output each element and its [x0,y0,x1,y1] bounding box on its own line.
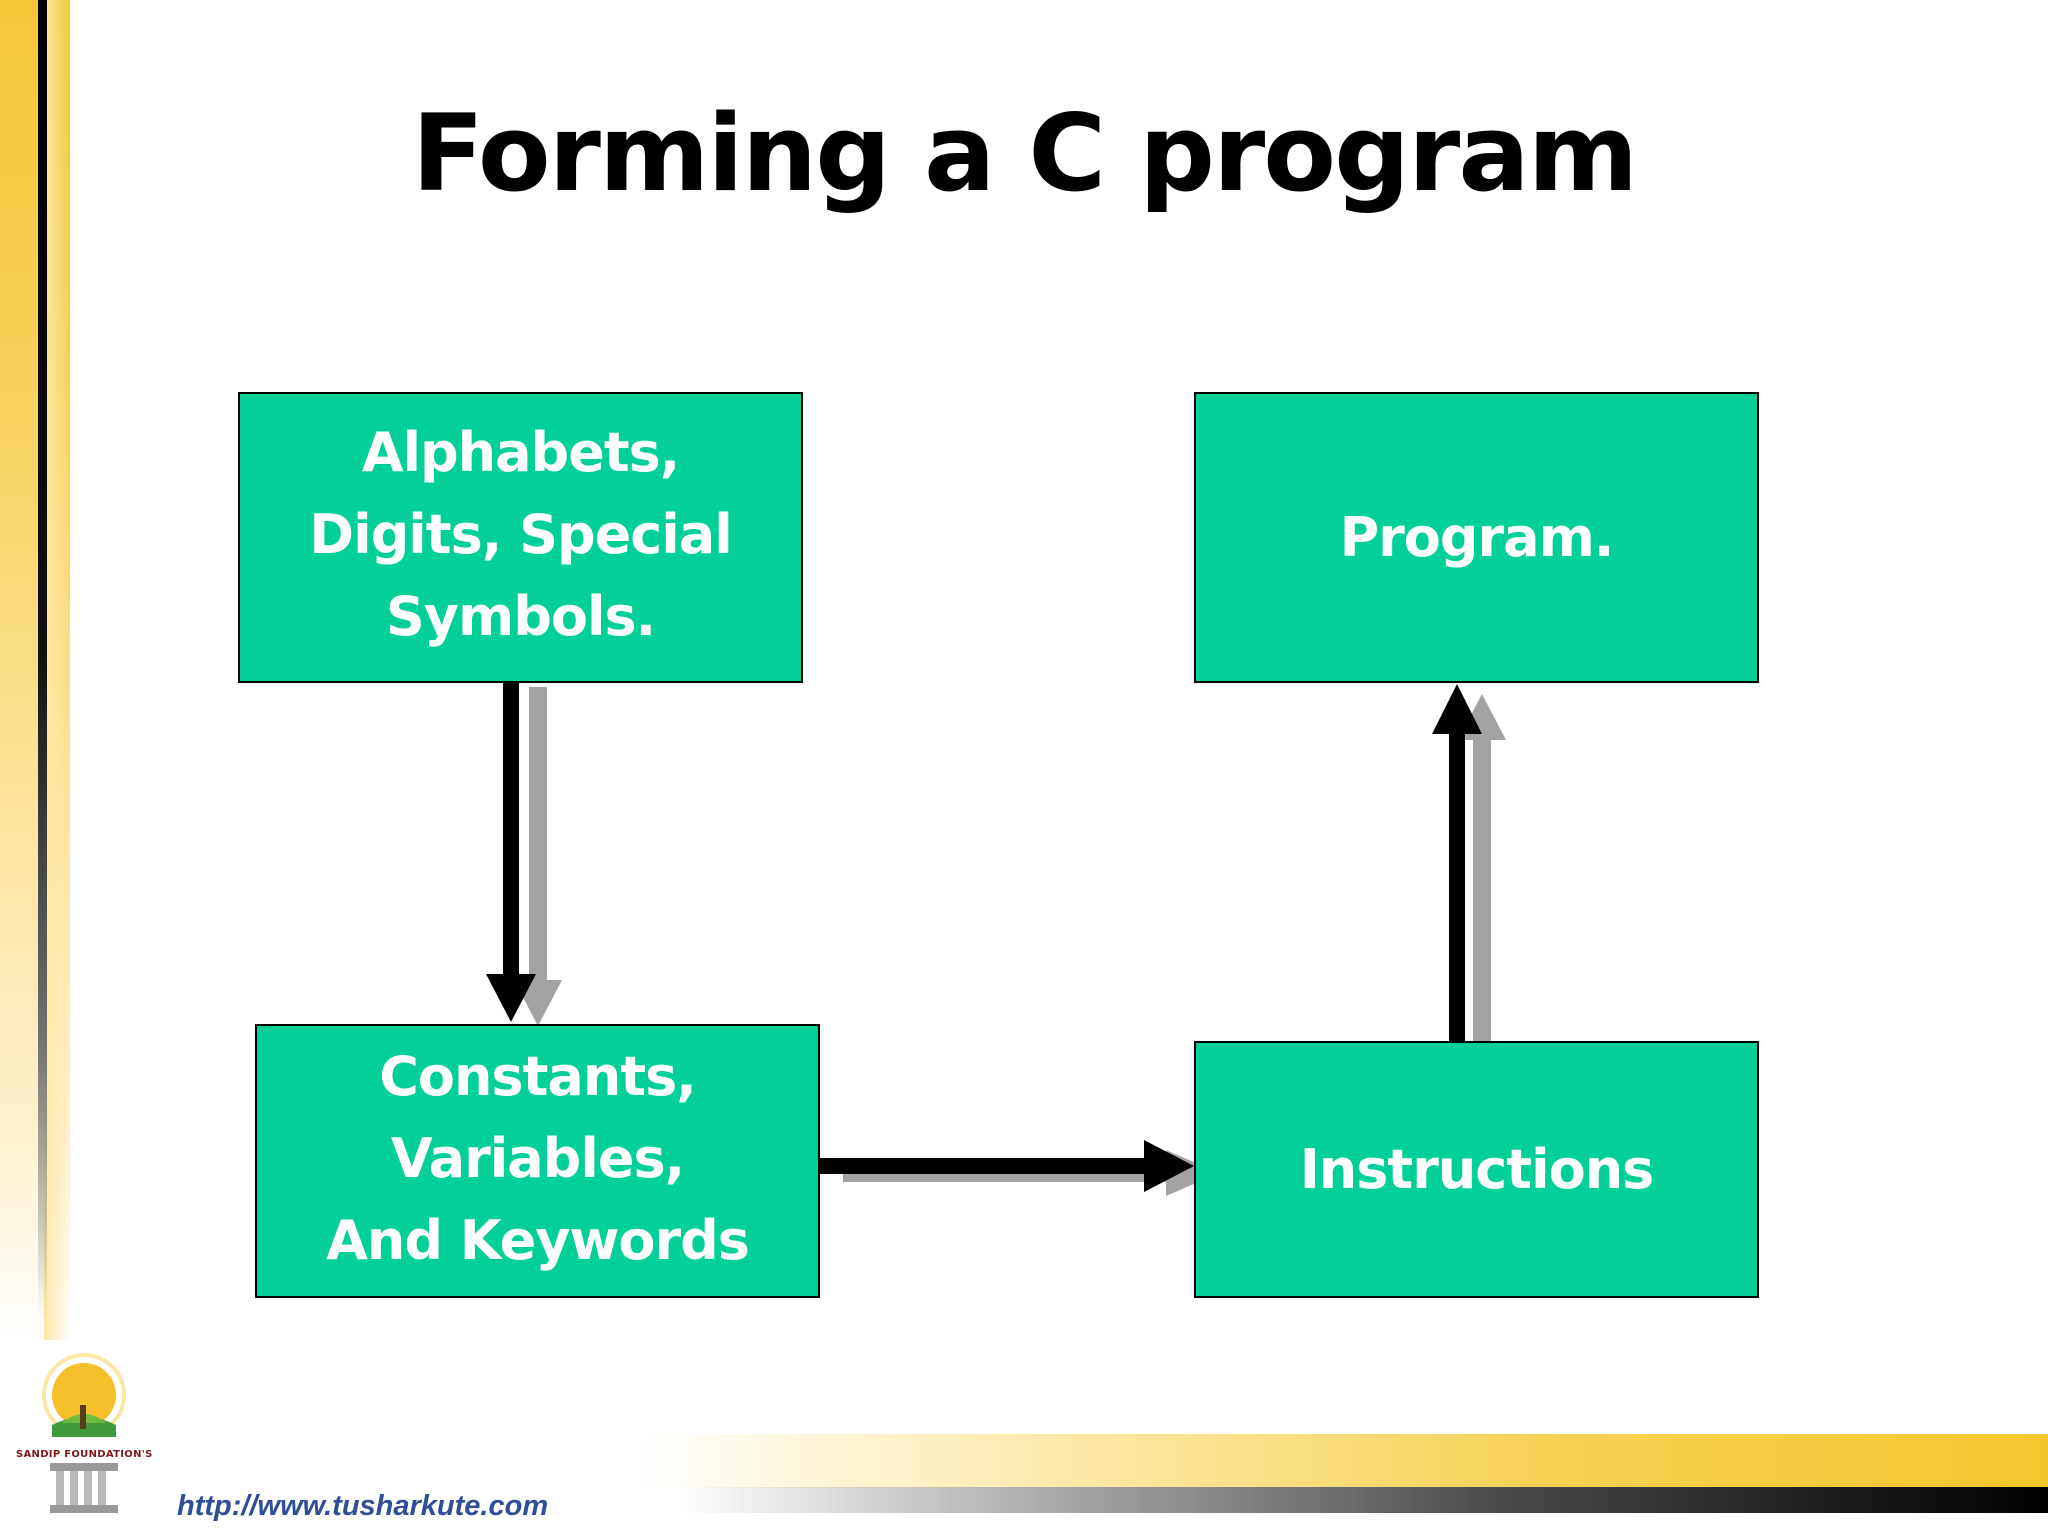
bottom-decorative-band [640,1434,2048,1488]
box-alphabets-label: Alphabets, Digits, Special Symbols. [309,420,732,648]
left-decorative-line [38,0,47,1320]
arrow-down-head [486,974,536,1022]
footer-url[interactable]: http://www.tusharkute.com [177,1490,549,1522]
logo-icon: SANDIP FOUNDATION'S [16,1353,153,1513]
arrow-right-shaft [820,1158,1150,1174]
box-instructions: Instructions [1194,1041,1759,1298]
sandip-foundation-logo: SANDIP FOUNDATION'S [12,1345,162,1515]
left-decorative-band [0,0,70,1340]
slide-title: Forming a C program [411,92,1638,215]
arrow-down-shaft [503,683,519,979]
box-program: Program. [1194,392,1759,683]
arrow-up-shaft [1449,730,1465,1042]
arrow-right-head [1144,1140,1194,1192]
box-program-label: Program. [1339,505,1615,569]
arrow-up-head [1432,684,1482,734]
bottom-decorative-line [680,1487,2048,1513]
box-constants-label: Constants, Variables, And Keywords [326,1045,750,1272]
box-constants: Constants, Variables, And Keywords [255,1024,820,1298]
arrow-up-shadow-shaft [1473,736,1491,1046]
box-instructions-label: Instructions [1299,1137,1655,1201]
box-alphabets: Alphabets, Digits, Special Symbols. [238,392,803,683]
arrow-down-shadow-shaft [529,687,547,982]
logo-lettering: SANDIP FOUNDATION'S [16,1449,153,1460]
arrow-main [486,683,1482,1192]
